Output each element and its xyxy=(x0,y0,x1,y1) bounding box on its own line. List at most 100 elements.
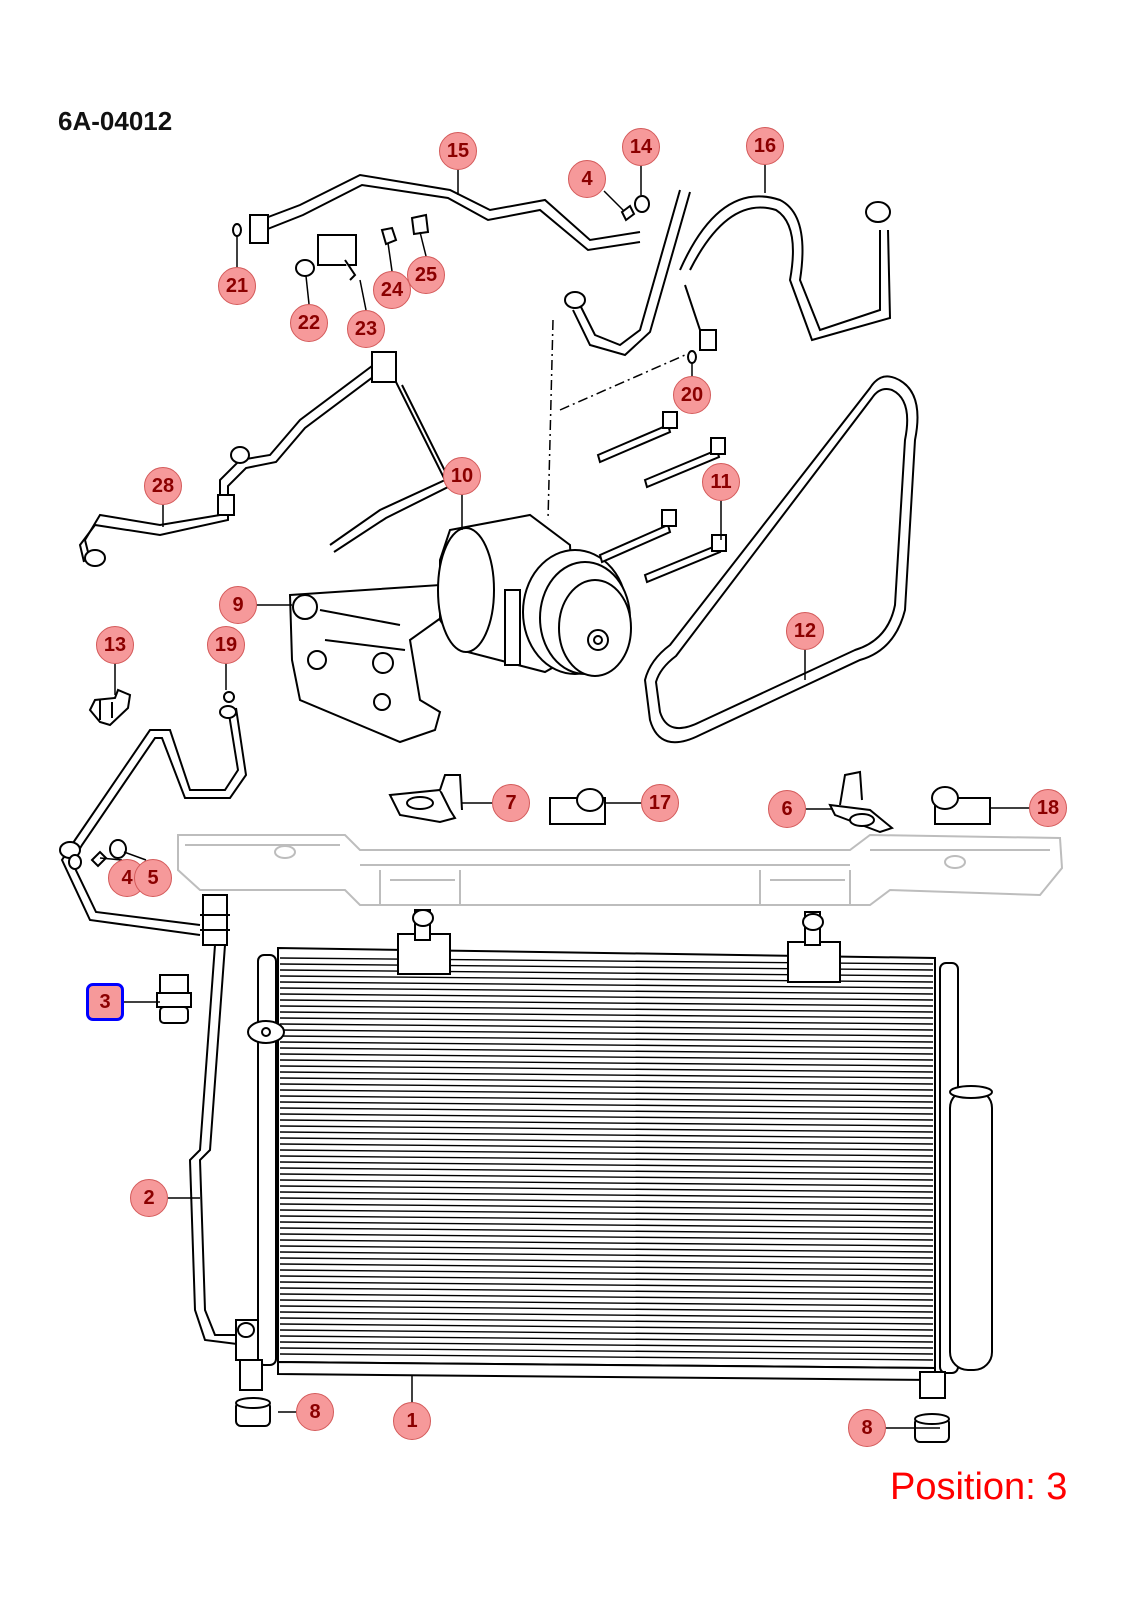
suction-line xyxy=(564,189,892,364)
callout-20[interactable]: 20 xyxy=(673,376,711,414)
condenser-fin xyxy=(279,1245,934,1253)
condenser-fin xyxy=(279,1221,934,1229)
condenser-fin xyxy=(279,1113,934,1121)
callout-22[interactable]: 22 xyxy=(290,304,328,342)
condenser-fin xyxy=(279,1143,934,1151)
callout-19[interactable]: 19 xyxy=(207,626,245,664)
condenser-fin xyxy=(279,1263,934,1271)
condenser-fin xyxy=(279,1329,934,1337)
condenser-fin xyxy=(279,1119,934,1127)
discharge-line xyxy=(232,173,641,252)
callout-18[interactable]: 18 xyxy=(1029,789,1067,827)
condenser-fin xyxy=(279,1023,934,1031)
liquid-line-lower xyxy=(59,691,248,936)
condenser-fin xyxy=(279,1017,934,1025)
position-label: Position: 3 xyxy=(890,1466,1068,1508)
callout-5[interactable]: 5 xyxy=(134,859,172,897)
condenser-fin xyxy=(279,1149,934,1157)
condenser-fin xyxy=(279,1287,934,1295)
condenser-fin xyxy=(279,1107,934,1115)
callout-16[interactable]: 16 xyxy=(746,127,784,165)
condenser-fin xyxy=(279,987,934,995)
callout-2[interactable]: 2 xyxy=(130,1179,168,1217)
callout-3-selected[interactable]: 3 xyxy=(86,983,124,1021)
compressor-bracket xyxy=(288,583,447,744)
condenser-fin xyxy=(279,993,934,1001)
condenser-fin xyxy=(279,1299,934,1307)
condenser-fin xyxy=(279,1167,934,1175)
callout-13[interactable]: 13 xyxy=(96,626,134,664)
drive-belt xyxy=(643,375,919,744)
condenser-fin xyxy=(279,1101,934,1109)
condenser-fin xyxy=(279,1293,934,1301)
condenser-fin xyxy=(279,981,934,989)
compressor xyxy=(437,513,632,677)
callout-23[interactable]: 23 xyxy=(347,310,385,348)
callout-25[interactable]: 25 xyxy=(407,256,445,294)
clip-part xyxy=(88,688,132,727)
condenser-fin xyxy=(279,1257,934,1265)
condenser-fin xyxy=(279,1209,934,1217)
condenser-fin xyxy=(279,1071,934,1079)
condenser-fin xyxy=(279,1215,934,1223)
condenser-fin xyxy=(279,1155,934,1163)
condenser-fin xyxy=(279,1179,934,1187)
condenser-fin xyxy=(279,1323,934,1331)
callout-6[interactable]: 6 xyxy=(768,790,806,828)
callout-15[interactable]: 15 xyxy=(439,132,477,170)
callout-9[interactable]: 9 xyxy=(219,586,257,624)
condenser-fin xyxy=(279,1347,934,1355)
condenser-fin xyxy=(279,1317,934,1325)
condenser-fin xyxy=(279,1353,934,1361)
callout-8-right[interactable]: 8 xyxy=(848,1409,886,1447)
liquid-line-upper xyxy=(78,351,454,567)
callout-4-upper[interactable]: 4 xyxy=(568,160,606,198)
condenser-fin xyxy=(279,1311,934,1319)
condenser-fin xyxy=(279,1047,934,1055)
callout-10[interactable]: 10 xyxy=(443,457,481,495)
condenser-fin xyxy=(279,1305,934,1313)
condenser-fin xyxy=(279,1341,934,1349)
condenser-fin xyxy=(279,1203,934,1211)
condenser-fin xyxy=(279,1275,934,1283)
callout-17[interactable]: 17 xyxy=(641,784,679,822)
condenser-fin xyxy=(279,999,934,1007)
fitting-parts-upper xyxy=(295,195,650,281)
condenser-fin xyxy=(279,1197,934,1205)
callout-28[interactable]: 28 xyxy=(144,467,182,505)
condenser-fin xyxy=(279,1035,934,1043)
condenser-fin xyxy=(279,1251,934,1259)
condenser-fin xyxy=(279,1227,934,1235)
leader-lines xyxy=(99,165,1029,1429)
condenser-line xyxy=(188,894,259,1361)
condenser-fin xyxy=(279,1281,934,1289)
callout-7[interactable]: 7 xyxy=(492,784,530,822)
condenser-fin xyxy=(279,1089,934,1097)
callout-24[interactable]: 24 xyxy=(373,271,411,309)
callout-11[interactable]: 11 xyxy=(702,463,740,501)
condenser-fin xyxy=(279,1233,934,1241)
condenser-fin xyxy=(279,1335,934,1343)
callout-14[interactable]: 14 xyxy=(622,128,660,166)
condenser xyxy=(239,909,993,1399)
condenser-fin xyxy=(279,1059,934,1067)
callout-8-left[interactable]: 8 xyxy=(296,1393,334,1431)
condenser-fin xyxy=(279,1125,934,1133)
pressure-switch xyxy=(156,974,192,1024)
condenser-fin xyxy=(279,1041,934,1049)
condenser-fin xyxy=(279,1185,934,1193)
callout-1[interactable]: 1 xyxy=(393,1402,431,1440)
condenser-fin xyxy=(279,1239,934,1247)
condenser-fin xyxy=(279,1005,934,1013)
callout-21[interactable]: 21 xyxy=(218,267,256,305)
lower-isolators xyxy=(235,1397,950,1443)
condenser-fin xyxy=(279,1077,934,1085)
condenser-fin xyxy=(279,1029,934,1037)
callout-12[interactable]: 12 xyxy=(786,612,824,650)
condenser-fin xyxy=(279,1137,934,1145)
condenser-fin xyxy=(279,1173,934,1181)
condenser-fin xyxy=(279,1011,934,1019)
radiator-crossmember xyxy=(177,833,1064,906)
